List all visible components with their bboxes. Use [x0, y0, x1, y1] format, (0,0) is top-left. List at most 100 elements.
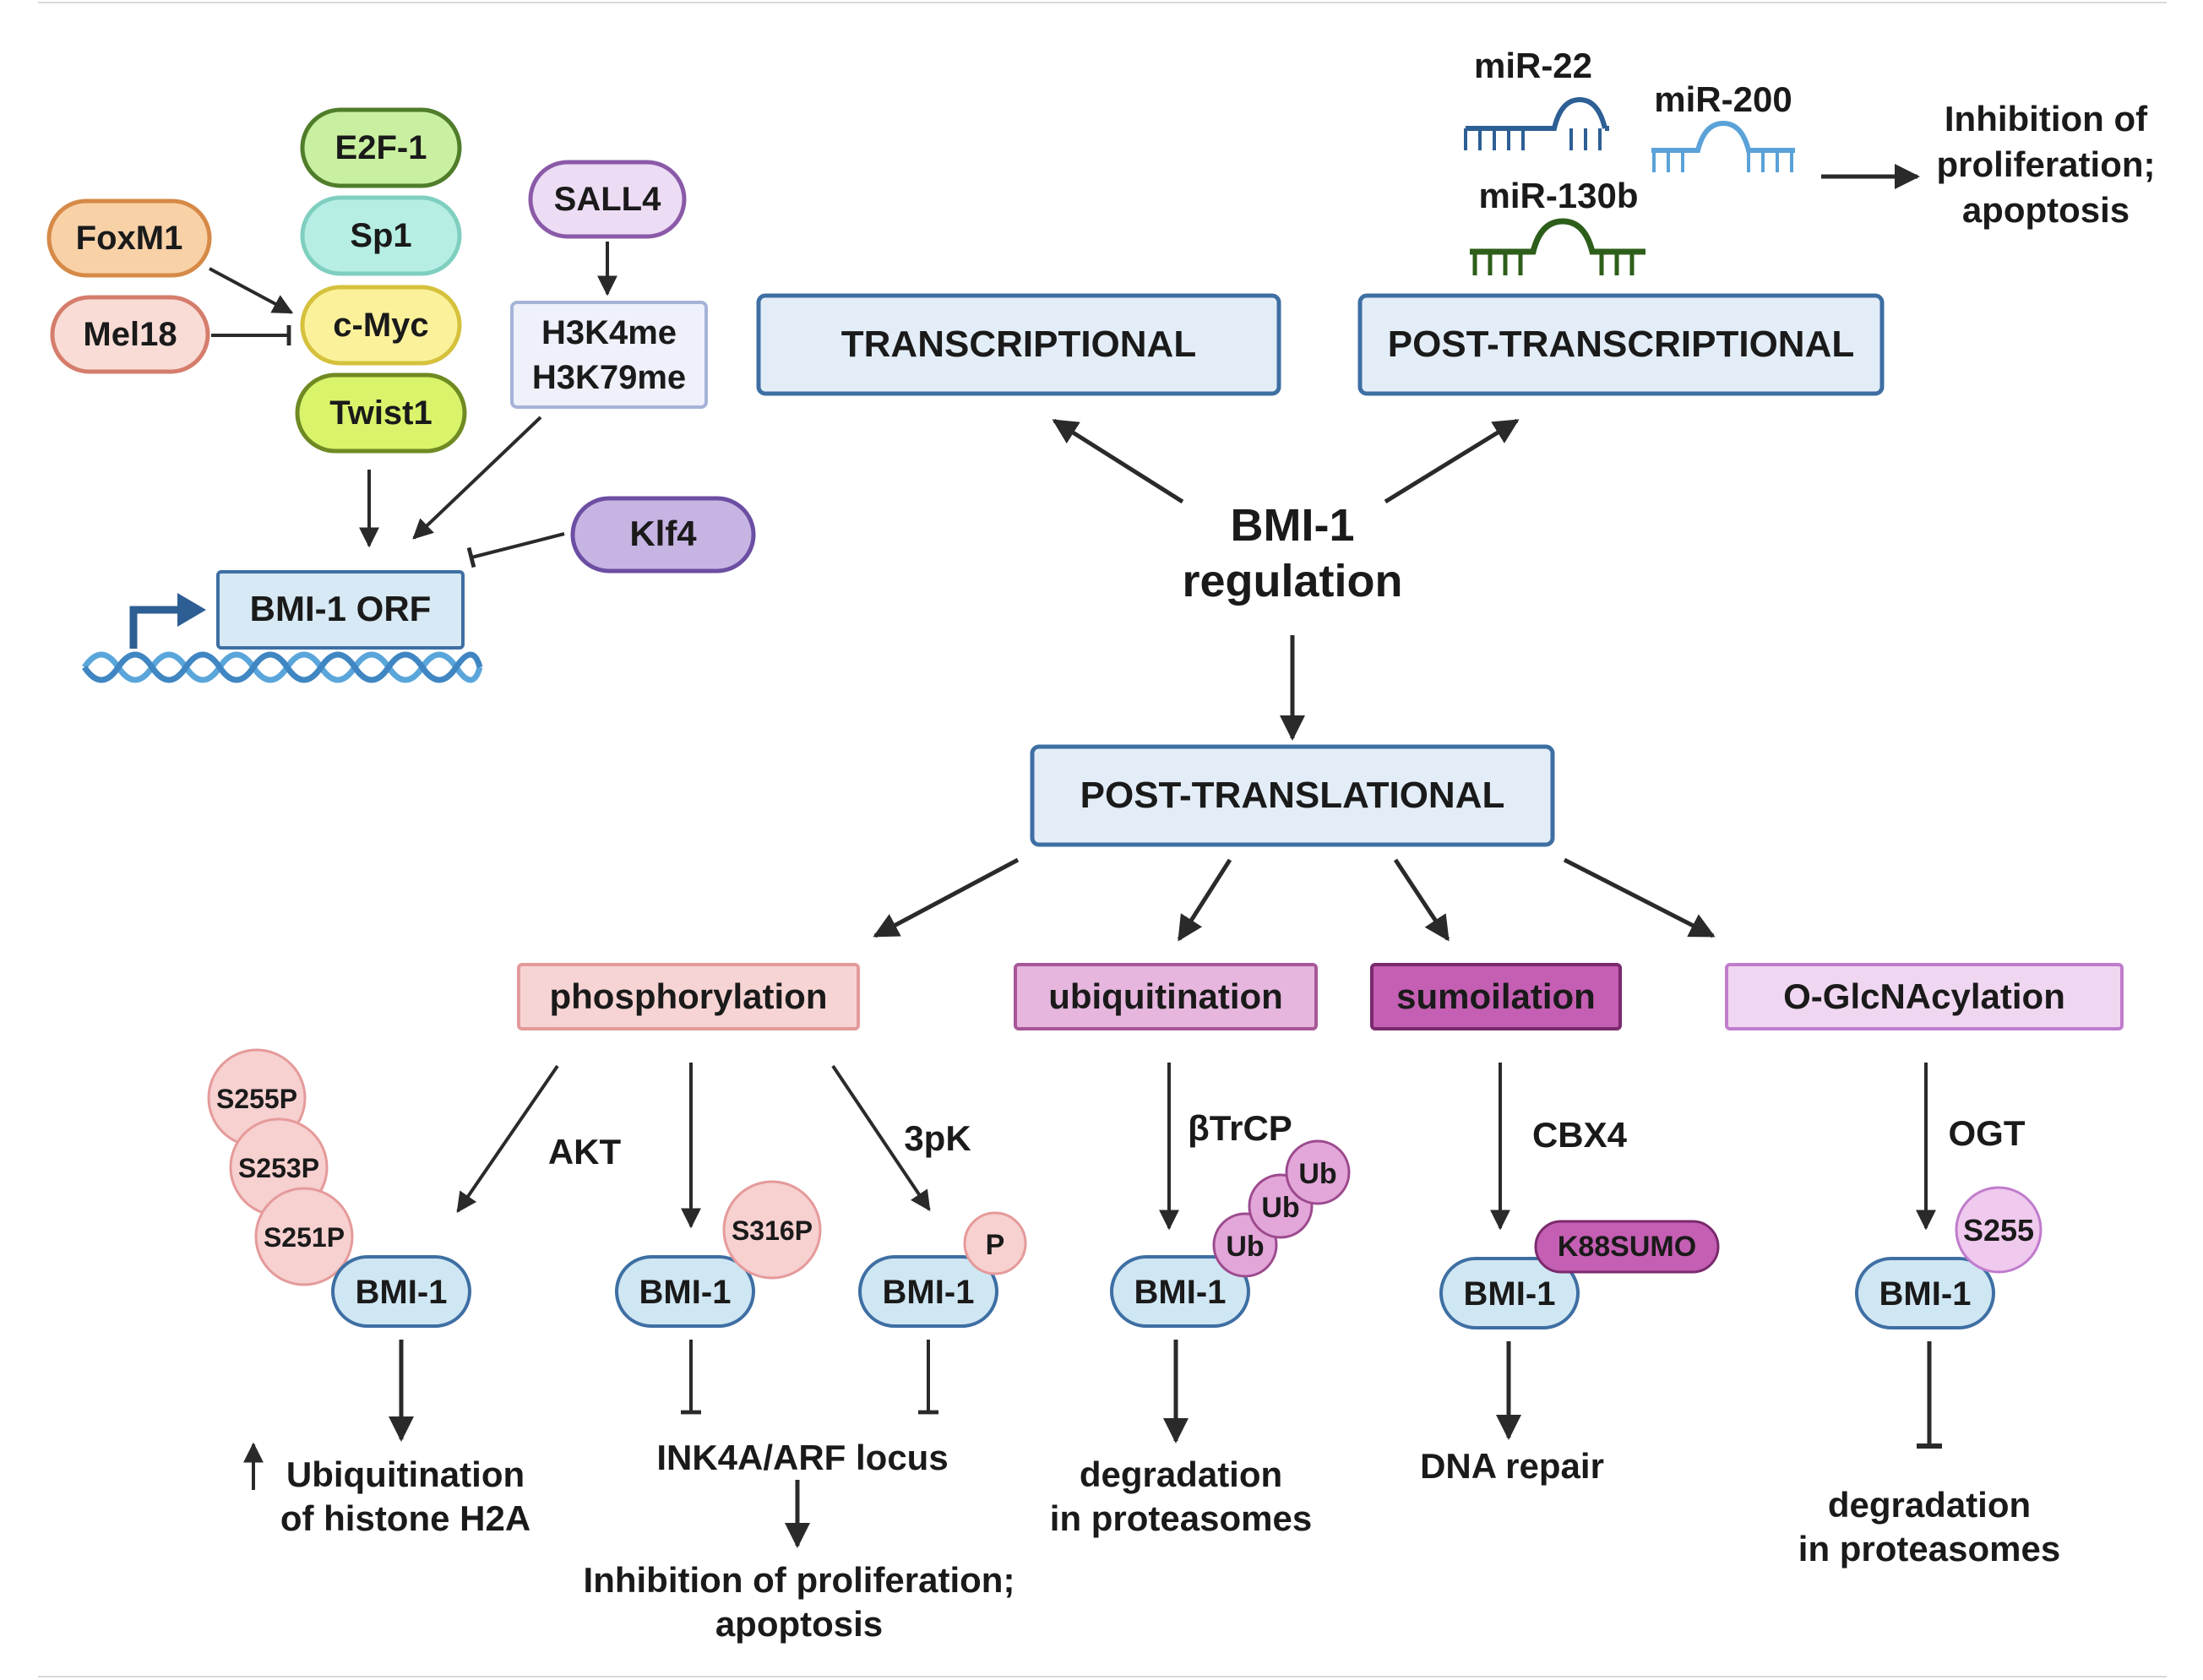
site-s316p: S316P [722, 1180, 822, 1280]
tf-foxm1: FoxM1 [46, 198, 212, 278]
outcome-degradation-ub: degradation in proteasomes [1050, 1454, 1312, 1538]
svg-text:of histone H2A: of histone H2A [280, 1498, 530, 1538]
site-s251p: S251P [254, 1187, 354, 1286]
svg-text:O-GlcNAcylation: O-GlcNAcylation [1783, 976, 2065, 1016]
svg-text:miR-200: miR-200 [1654, 79, 1792, 119]
svg-text:S255P: S255P [216, 1084, 297, 1114]
svg-text:TRANSCRIPTIONAL: TRANSCRIPTIONAL [841, 323, 1196, 365]
svg-text:S251P: S251P [264, 1222, 345, 1253]
svg-text:degradation: degradation [1080, 1454, 1282, 1494]
svg-text:BMI-1: BMI-1 [639, 1274, 732, 1311]
svg-text:miR-130b: miR-130b [1478, 176, 1638, 215]
arrow-to-phosphorylation [873, 857, 1020, 938]
ink4a-locus: INK4A/ARF locus [656, 1438, 948, 1477]
svg-text:Twist1: Twist1 [329, 394, 432, 432]
svg-text:Ub: Ub [1298, 1158, 1336, 1190]
svg-text:BMI-1: BMI-1 [356, 1274, 448, 1311]
svg-text:apoptosis: apoptosis [715, 1604, 883, 1644]
svg-text:POST-TRANSLATIONAL: POST-TRANSLATIONAL [1080, 775, 1505, 816]
svg-text:BMI-1: BMI-1 [1464, 1275, 1556, 1313]
dna-helix [82, 651, 483, 683]
3pk-label: 3pK [904, 1118, 971, 1158]
svg-text:Ub: Ub [1226, 1231, 1264, 1263]
svg-text:H3K79me: H3K79me [532, 359, 686, 396]
svg-text:phosphorylation: phosphorylation [550, 976, 828, 1016]
svg-text:H3K4me: H3K4me [541, 314, 677, 351]
svg-text:Sp1: Sp1 [350, 217, 411, 254]
bmi1-akt: BMI-1 [331, 1255, 471, 1328]
svg-text:P: P [986, 1229, 1005, 1261]
ub-3: Ub [1285, 1139, 1351, 1205]
phosphorylation-box: phosphorylation [517, 963, 860, 1030]
svg-text:ubiquitination: ubiquitination [1048, 976, 1283, 1016]
arrow-akt [456, 1064, 559, 1213]
site-s255: S255 [1955, 1186, 2043, 1274]
outcome-degradation-ogt: degradation in proteasomes [1798, 1485, 2060, 1569]
bmi1-3pk: BMI-1 [858, 1255, 998, 1328]
bmi1-ogt: BMI-1 [1855, 1257, 1995, 1329]
svg-text:Ubiquitination: Ubiquitination [286, 1454, 525, 1494]
promoter-arrow-head [177, 593, 206, 627]
btrcp-label: βTrCP [1188, 1108, 1292, 1148]
svg-text:Klf4: Klf4 [629, 514, 697, 553]
mirna-130b: miR-130b [1470, 176, 1645, 275]
ub-1: Ub [1212, 1212, 1278, 1278]
svg-text:S253P: S253P [238, 1153, 319, 1183]
sumoilation-box: sumoilation [1370, 963, 1622, 1030]
outcome-inhibition: Inhibition of proliferation; apoptosis [584, 1560, 1015, 1644]
bmi1-sumo: BMI-1 [1439, 1257, 1580, 1329]
svg-text:in proteasomes: in proteasomes [1050, 1498, 1312, 1538]
bmi1-s316p: BMI-1 [615, 1255, 755, 1328]
promoter-arrow [129, 606, 182, 649]
mirna-200: miR-200 [1651, 79, 1795, 172]
svg-text:SALL4: SALL4 [554, 181, 661, 218]
svg-text:c-Myc: c-Myc [333, 307, 428, 344]
arrow-to-oglcnacylation [1563, 857, 1716, 938]
arrow-to-post-transcriptional [1384, 418, 1520, 504]
svg-text:Mel18: Mel18 [83, 316, 177, 353]
mirna-outcome: Inhibition of proliferation; apoptosis [1937, 99, 2156, 230]
svg-text:BMI-1: BMI-1 [1879, 1275, 1972, 1313]
cbx4-label: CBX4 [1532, 1115, 1628, 1155]
svg-text:sumoilation: sumoilation [1396, 976, 1596, 1016]
svg-text:in proteasomes: in proteasomes [1798, 1529, 2060, 1569]
svg-text:S316P: S316P [732, 1215, 813, 1246]
svg-text:BMI-1: BMI-1 [1134, 1274, 1227, 1311]
post-transcriptional-box: POST-TRANSCRIPTIONAL [1357, 293, 1885, 396]
svg-text:proliferation;: proliferation; [1937, 144, 2156, 184]
svg-text:FoxM1: FoxM1 [76, 220, 183, 257]
mirna-22: miR-22 [1464, 46, 1609, 150]
tf-cmyc: c-Myc [300, 285, 462, 366]
svg-text:miR-22: miR-22 [1474, 46, 1592, 85]
tf-twist1: Twist1 [295, 372, 467, 454]
outcome-dna-repair: DNA repair [1420, 1446, 1604, 1486]
tf-e2f1: E2F-1 [300, 107, 462, 188]
svg-text:regulation: regulation [1182, 556, 1402, 606]
transcriptional-box: TRANSCRIPTIONAL [756, 293, 1281, 396]
arrow-3pk [831, 1064, 931, 1211]
bmi1-orf-box: BMI-1 ORF [216, 570, 465, 650]
ubiquitination-box: ubiquitination [1014, 963, 1318, 1030]
svg-text:degradation: degradation [1828, 1485, 2031, 1525]
svg-text:S255: S255 [1963, 1213, 2034, 1248]
svg-text:Ub: Ub [1261, 1192, 1299, 1224]
post-translational-box: POST-TRANSLATIONAL [1030, 744, 1555, 847]
tf-klf4: Klf4 [570, 496, 756, 574]
ogt-label: OGT [1949, 1113, 2026, 1153]
svg-text:BMI-1 ORF: BMI-1 ORF [250, 589, 432, 628]
arrow-to-transcriptional [1052, 418, 1184, 504]
svg-text:BMI-1: BMI-1 [1231, 500, 1355, 551]
arrow-to-sumoilation [1393, 858, 1450, 942]
svg-text:BMI-1: BMI-1 [883, 1274, 975, 1311]
svg-text:POST-TRANSCRIPTIONAL: POST-TRANSCRIPTIONAL [1388, 323, 1854, 365]
bmi1-regulation-title: BMI-1 regulation [1182, 500, 1402, 606]
site-p: P [963, 1211, 1027, 1275]
svg-text:K88SUMO: K88SUMO [1558, 1231, 1696, 1263]
svg-text:apoptosis: apoptosis [1962, 190, 2130, 230]
inhibit-klf4-orf [466, 532, 565, 568]
svg-text:Inhibition of: Inhibition of [1945, 99, 2148, 139]
oglcnacylation-box: O-GlcNAcylation [1725, 963, 2124, 1030]
site-k88sumo: K88SUMO [1534, 1220, 1720, 1274]
tf-sall4: SALL4 [528, 160, 687, 239]
